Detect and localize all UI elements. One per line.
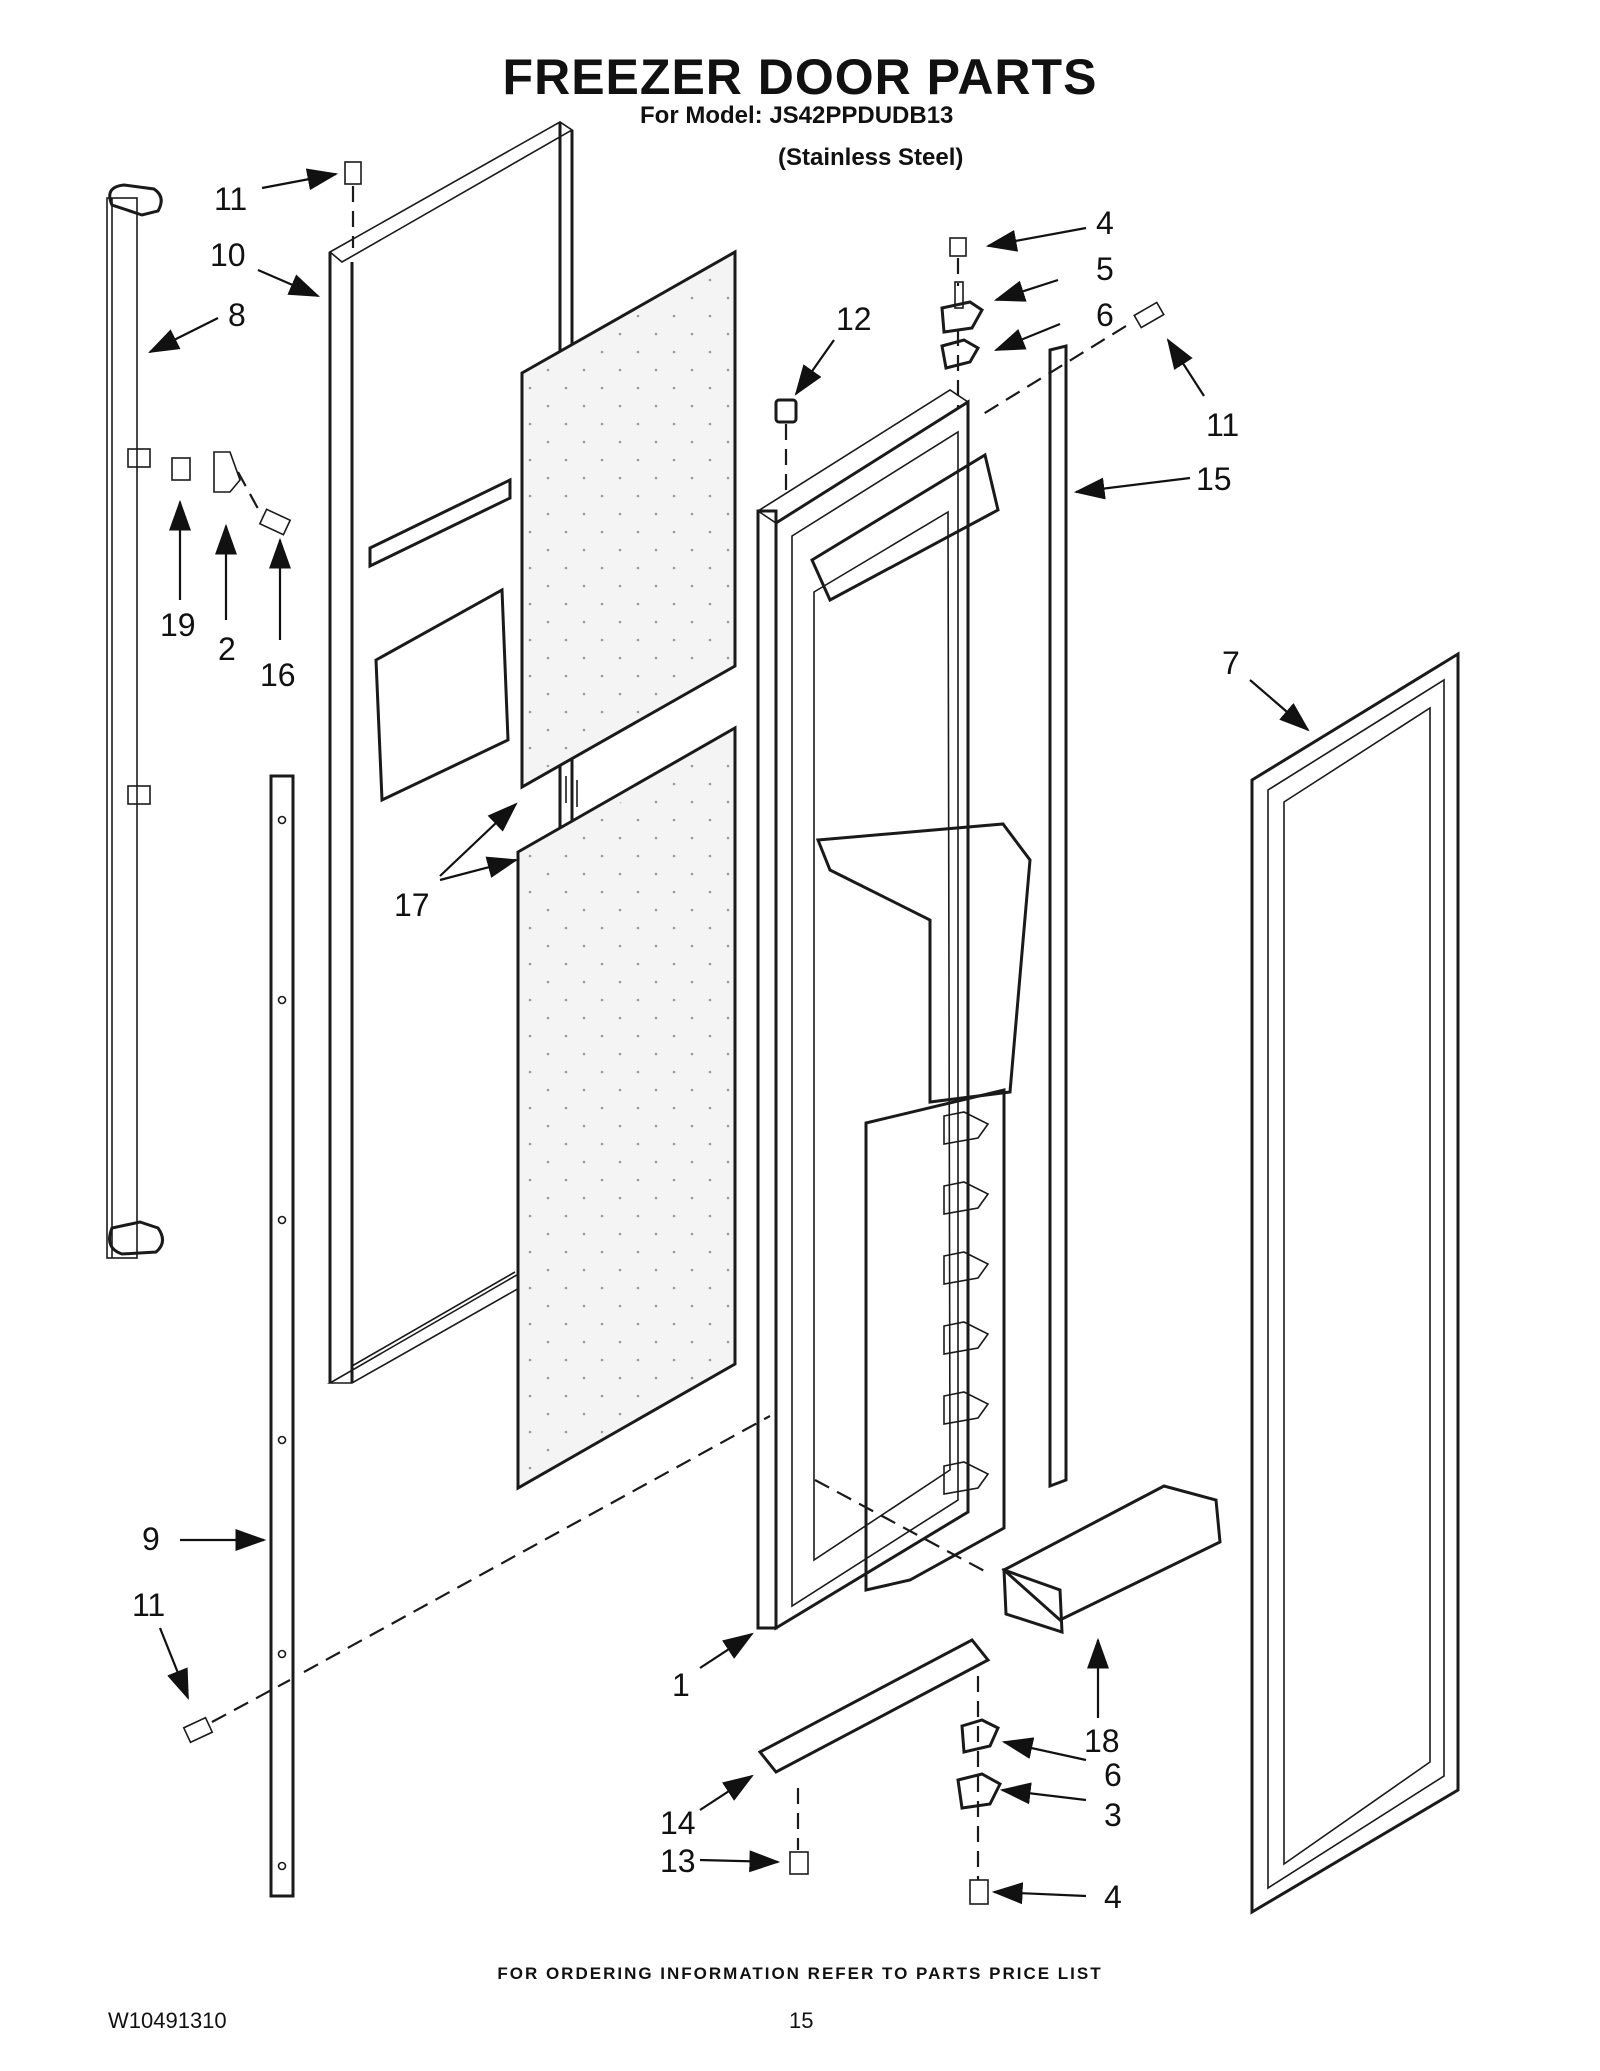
- callout-3: 3: [1104, 1797, 1122, 1833]
- callout-18: 18: [1084, 1723, 1120, 1759]
- callout-6-top: 6: [1096, 297, 1114, 333]
- callout-13: 13: [660, 1843, 696, 1879]
- callout-2: 2: [218, 631, 236, 667]
- handle-hardware-parts: [171, 451, 292, 536]
- screw-part-11-top: [344, 161, 362, 248]
- ordering-note: FOR ORDERING INFORMATION REFER TO PARTS …: [497, 1964, 1103, 1983]
- callout-7: 7: [1222, 645, 1240, 681]
- leader-lines: [148, 168, 1310, 1905]
- callout-11-lower: 11: [132, 1587, 165, 1623]
- trim-strip-right: [1048, 344, 1068, 1489]
- insulation-panel-lower: [516, 725, 737, 1491]
- page-title: FREEZER DOOR PARTS: [502, 49, 1098, 105]
- callout-10: 10: [210, 237, 246, 273]
- callout-11-top: 11: [214, 181, 247, 217]
- door-handle-part: [106, 183, 164, 1259]
- screw-part-11-right: [979, 301, 1165, 417]
- callout-6-bottom: 6: [1104, 1757, 1122, 1793]
- trim-strip-left: [269, 774, 295, 1898]
- callout-14: 14: [660, 1805, 696, 1841]
- screw-part-11-lower: [182, 1415, 991, 1744]
- callout-16: 16: [260, 657, 296, 693]
- door-liner-assembly: [756, 389, 1032, 1631]
- top-hinge-parts: [940, 237, 984, 408]
- page-number: 15: [789, 2008, 814, 2033]
- callout-19: 19: [160, 607, 196, 643]
- document-number: W10491310: [108, 2008, 227, 2033]
- callout-4-bottom: 4: [1104, 1879, 1122, 1915]
- door-shelf-cleats: [943, 1111, 990, 1495]
- insulation-panel-upper: [520, 249, 737, 790]
- callout-5: 5: [1096, 251, 1114, 287]
- callout-17: 17: [394, 887, 430, 923]
- model-subtitle: For Model: JS42PPDUDB13: [640, 102, 954, 129]
- callout-15: 15: [1196, 461, 1232, 497]
- door-bin-part: [1001, 1484, 1222, 1635]
- door-plug-part: [774, 398, 798, 498]
- callout-9: 9: [142, 1521, 160, 1557]
- callout-8: 8: [228, 297, 246, 333]
- finish-subtitle: (Stainless Steel): [778, 144, 964, 171]
- callout-12: 12: [836, 301, 872, 337]
- bottom-hinge-parts: [757, 1638, 1002, 1905]
- callout-11-right: 11: [1206, 407, 1239, 443]
- callout-4-top: 4: [1096, 205, 1114, 241]
- callout-1: 1: [672, 1667, 690, 1703]
- door-gasket: [1250, 651, 1460, 1915]
